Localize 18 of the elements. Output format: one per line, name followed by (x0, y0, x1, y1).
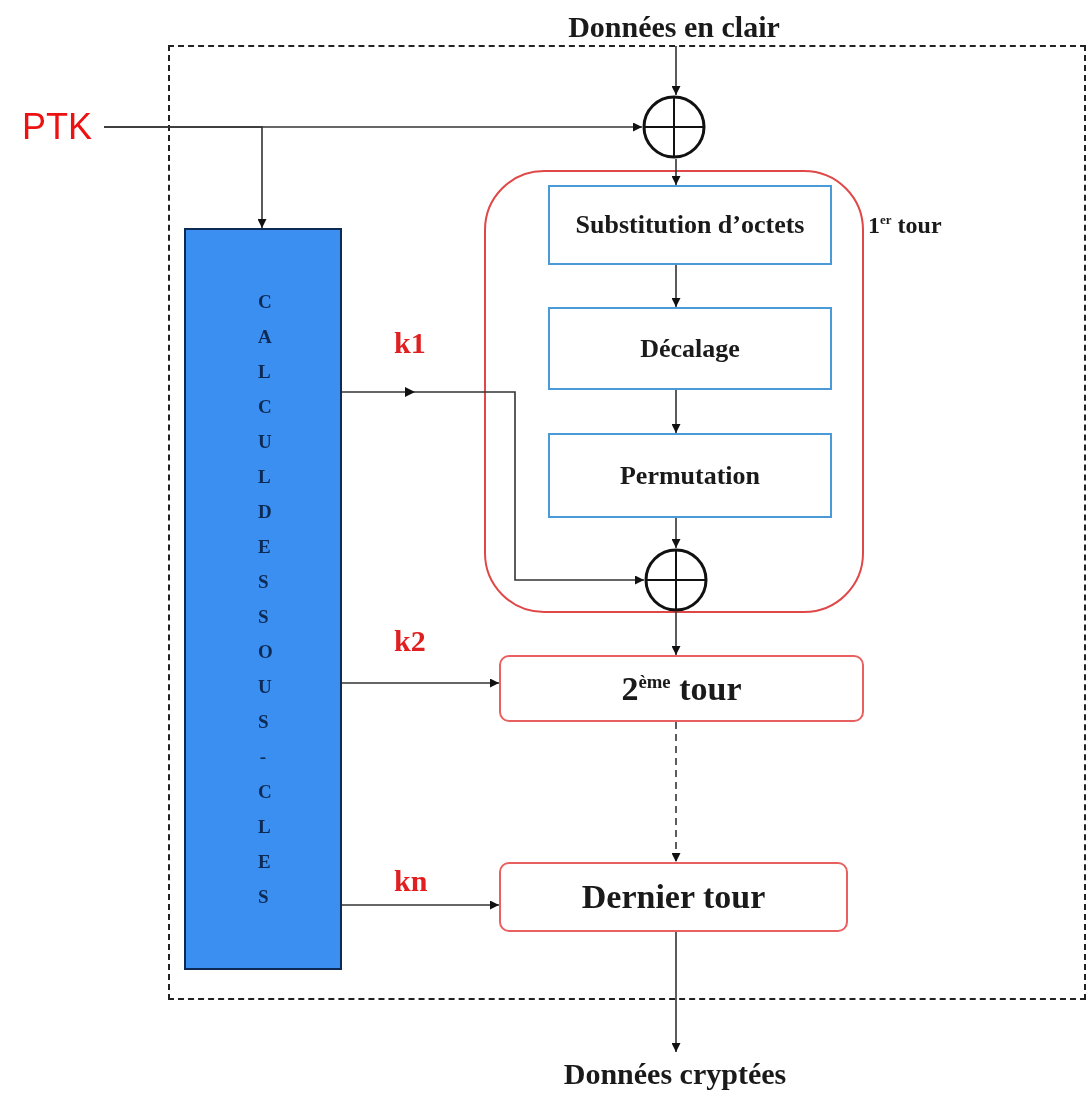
text-label: PTK (10, 102, 104, 152)
xor-circle (642, 95, 706, 159)
step-text: Décalage (640, 333, 740, 364)
text-label: Données cryptées (500, 1052, 850, 1096)
step-text: Substitution d’octets (575, 210, 805, 240)
xor-circle (644, 548, 708, 612)
process-box (548, 433, 832, 518)
process-box (548, 185, 832, 265)
vertical-text: CALCUL DES SOUS-CLES (257, 290, 282, 909)
process-box (499, 862, 848, 932)
text-label: Données en clair (514, 8, 834, 46)
round-text: Dernier tour (581, 878, 766, 916)
group-heading: 1$^{er}$ tour (868, 212, 942, 239)
round-text: 2$^{ème}$ tour (621, 669, 742, 708)
step-text: Permutation (619, 460, 761, 491)
process-box (499, 655, 864, 722)
process-box (184, 228, 342, 970)
process-box (548, 307, 832, 390)
